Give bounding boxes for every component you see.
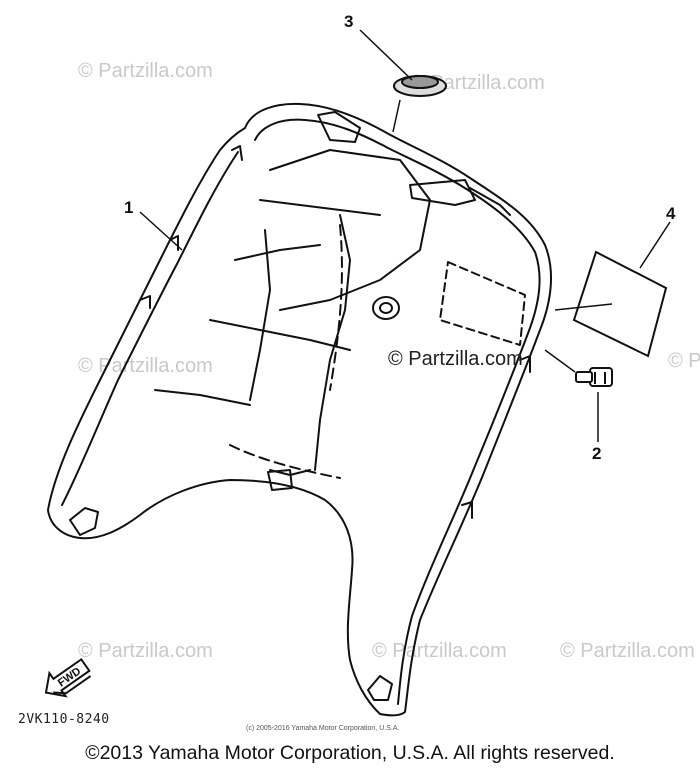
leader-line-1	[139, 211, 183, 251]
watermark: © Partzilla.com	[560, 640, 695, 662]
leader-line-3b	[392, 99, 401, 133]
callout-2: 2	[592, 444, 602, 463]
diagram-code: 2VK110-8240	[18, 712, 110, 727]
leader-line-4b	[554, 303, 613, 311]
center-watermark: © Partzilla.com	[388, 348, 523, 370]
leader-line-3	[359, 29, 413, 81]
callout-1: 1	[124, 198, 134, 217]
leader-line-2b	[544, 349, 576, 373]
watermark: © Partzilla.com	[78, 640, 213, 662]
callout-3: 3	[344, 12, 354, 31]
watermark: © Partzilla.com	[78, 60, 213, 82]
bolt-part	[575, 367, 613, 387]
watermark: © P	[668, 350, 700, 372]
label-plate-part	[572, 250, 668, 358]
rubber-cap-part	[393, 75, 447, 97]
fwd-arrow-icon: FWD	[44, 657, 92, 698]
leader-line-4	[639, 221, 671, 269]
copyright-footer: ©2013 Yamaha Motor Corporation, U.S.A. A…	[85, 742, 615, 764]
leg-shield-outline	[47, 102, 553, 717]
watermark: © Partzilla.com	[78, 355, 213, 377]
callout-4: 4	[666, 204, 676, 223]
fine-print: (c) 2005-2016 Yamaha Motor Corporation, …	[246, 725, 400, 732]
